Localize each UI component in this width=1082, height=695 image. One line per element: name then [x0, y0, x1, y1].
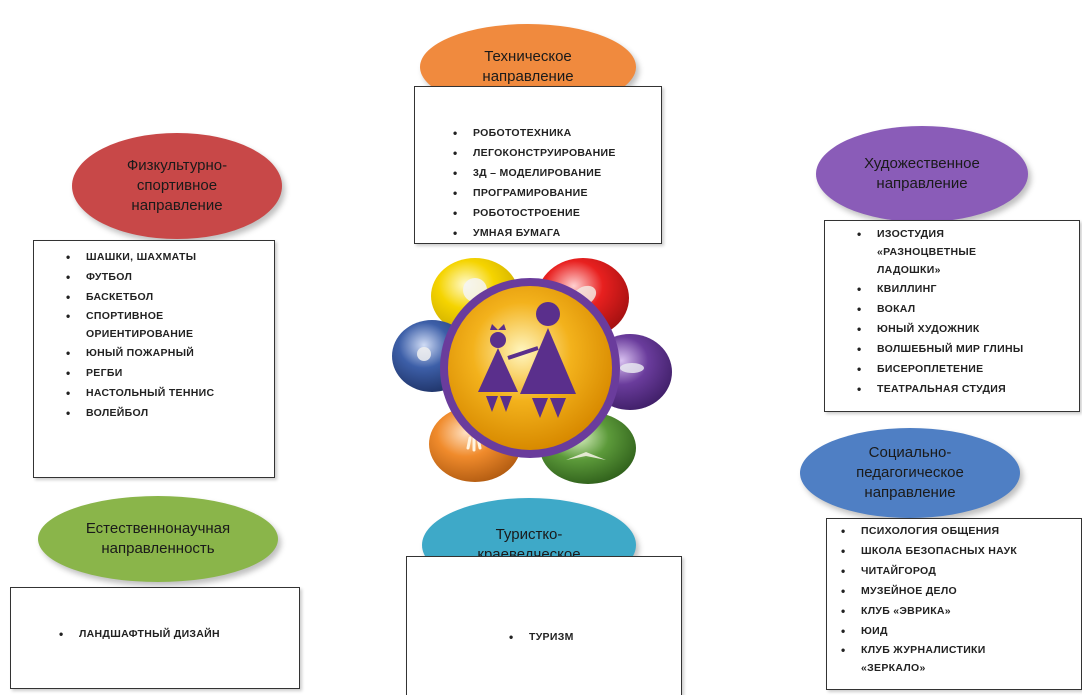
list-item: ВОЛШЕБНЫЙ МИР ГЛИНЫ [855, 339, 1079, 359]
list-item: ЛАНДШАФТНЫЙ ДИЗАЙН [57, 624, 299, 644]
list-item: ЛЕГОКОНСТРУИРОВАНИЕ [451, 143, 661, 163]
art-direction-ellipse: Художественное направление [816, 126, 1028, 222]
art-direction-title: Художественное направление [864, 155, 980, 192]
list-item: РОБОТОТЕХНИКА [451, 123, 661, 143]
social-activities-box: ПСИХОЛОГИЯ ОБЩЕНИЯ ШКОЛА БЕЗОПАСНЫХ НАУК… [826, 518, 1082, 690]
tourism-activities-box: ТУРИЗМ [406, 556, 682, 695]
list-item: КВИЛЛИНГ [855, 279, 1079, 299]
adult-figure-head [536, 302, 560, 326]
list-item: МУЗЕЙНОЕ ДЕЛО [839, 581, 1081, 601]
flower-center [448, 286, 612, 450]
cloud-icon [620, 363, 644, 373]
art-activities-box: ИЗОСТУДИЯ «РАЗНОЦВЕТНЫЕ ЛАДОШКИ» КВИЛЛИН… [824, 220, 1080, 412]
list-item: ЮНЫЙ ХУДОЖНИК [855, 319, 1079, 339]
child-figure-body [478, 348, 518, 392]
art-activities-list: ИЗОСТУДИЯ «РАЗНОЦВЕТНЫЕ ЛАДОШКИ» КВИЛЛИН… [855, 225, 1079, 399]
nature-activities-box: ЛАНДШАФТНЫЙ ДИЗАЙН [10, 587, 300, 689]
list-item: КЛУБ ЖУРНАЛИСТИКИ «ЗЕРКАЛО» [839, 641, 1081, 677]
sport-activities-list: ШАШКИ, ШАХМАТЫ ФУТБОЛ БАСКЕТБОЛ СПОРТИВН… [64, 247, 274, 423]
list-item: ТЕАТРАЛЬНАЯ СТУДИЯ [855, 379, 1079, 399]
list-item: БИСЕРОПЛЕТЕНИЕ [855, 359, 1079, 379]
list-item: РОБОТОСТРОЕНИЕ [451, 203, 661, 223]
list-item: ФУТБОЛ [64, 267, 274, 287]
book-icon [566, 452, 606, 460]
tourism-activities-list: ТУРИЗМ [507, 627, 681, 647]
social-direction-ellipse: Социально- педагогическое направление [800, 428, 1020, 518]
ball-icon [417, 347, 431, 361]
nature-activities-list: ЛАНДШАФТНЫЙ ДИЗАЙН [57, 624, 299, 644]
list-item: НАСТОЛЬНЫЙ ТЕННИС [64, 383, 274, 403]
list-item: ИЗОСТУДИЯ «РАЗНОЦВЕТНЫЕ ЛАДОШКИ» [855, 225, 1079, 279]
list-item: ЮИД [839, 621, 1081, 641]
list-item: РЕГБИ [64, 363, 274, 383]
list-item: БАСКЕТБОЛ [64, 287, 274, 307]
list-item: КЛУБ «ЭВРИКА» [839, 601, 1081, 621]
flower-illustration [380, 248, 680, 486]
child-figure-head [490, 332, 506, 348]
list-item: ШКОЛА БЕЗОПАСНЫХ НАУК [839, 541, 1081, 561]
tech-direction-title: Техническое направление [482, 48, 574, 85]
list-item: ШАШКИ, ШАХМАТЫ [64, 247, 274, 267]
sport-direction-title: Физкультурно- спортивное направление [126, 157, 228, 214]
list-item: ВОКАЛ [855, 299, 1079, 319]
list-item: ВОЛЕЙБОЛ [64, 403, 274, 423]
list-item: ЧИТАЙГОРОД [839, 561, 1081, 581]
list-item: 3Д – МОДЕЛИРОВАНИЕ [451, 163, 661, 183]
nature-direction-ellipse: Естественнонаучная направленность [38, 496, 278, 582]
list-item: ЮНЫЙ ПОЖАРНЫЙ [64, 343, 274, 363]
tech-activities-box: РОБОТОТЕХНИКА ЛЕГОКОНСТРУИРОВАНИЕ 3Д – М… [414, 86, 662, 244]
sport-activities-box: ШАШКИ, ШАХМАТЫ ФУТБОЛ БАСКЕТБОЛ СПОРТИВН… [33, 240, 275, 478]
list-item: ТУРИЗМ [507, 627, 681, 647]
list-item: СПОРТИВНОЕ ОРИЕНТИРОВАНИЕ [64, 307, 274, 343]
list-item: ПРОГРАМИРОВАНИЕ [451, 183, 661, 203]
social-activities-list: ПСИХОЛОГИЯ ОБЩЕНИЯ ШКОЛА БЕЗОПАСНЫХ НАУК… [839, 521, 1081, 677]
adult-figure-body [520, 328, 576, 394]
tech-activities-list: РОБОТОТЕХНИКА ЛЕГОКОНСТРУИРОВАНИЕ 3Д – М… [451, 123, 661, 243]
list-item: ПСИХОЛОГИЯ ОБЩЕНИЯ [839, 521, 1081, 541]
list-item: УМНАЯ БУМАГА [451, 223, 661, 243]
sport-direction-ellipse: Физкультурно- спортивное направление [72, 133, 282, 239]
flower-svg [392, 258, 672, 484]
social-direction-title: Социально- педагогическое направление [856, 444, 964, 501]
nature-direction-title: Естественнонаучная направленность [85, 520, 231, 557]
